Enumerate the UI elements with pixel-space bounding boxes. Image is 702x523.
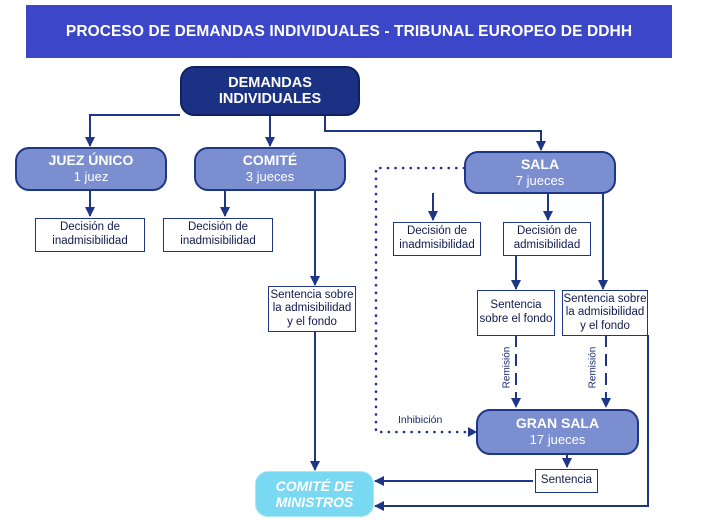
sentencia-admisibilidad-fondo-sala: Sentencia sobre la admisibilidad y el fo… xyxy=(562,290,648,336)
decision-admisibilidad-sala: Decisión de admisibilidad xyxy=(503,222,591,256)
link-root-sala xyxy=(324,115,546,151)
decision-inadmisibilidad-sala: Decisión de inadmisibilidad xyxy=(393,222,481,256)
link-root-juez xyxy=(85,114,180,147)
link-inhibicion xyxy=(374,166,470,434)
node-demandas-individuales: DEMANDAS INDIVIDUALES xyxy=(180,66,360,116)
decision-inadmisibilidad-comite: Decisión de inadmisibilidad xyxy=(163,218,273,252)
node-comite: COMITÉ 3 jueces xyxy=(194,147,346,191)
sentencia-sobre-el-fondo: Sentencia sobre el fondo xyxy=(477,290,555,336)
node-gran-sala: GRAN SALA 17 jueces xyxy=(476,409,639,455)
label-remision-2: Remisión xyxy=(587,346,599,389)
sentencia-admisibilidad-fondo-comite: Sentencia sobre la admisibilidad y el fo… xyxy=(268,286,356,332)
link-sentadm-cm xyxy=(374,335,649,511)
label-remision-1: Remisión xyxy=(501,346,513,389)
node-sala: SALA 7 jueces xyxy=(464,151,616,194)
label-inhibicion: Inhibición xyxy=(398,414,443,426)
diagram-title: PROCESO DE DEMANDAS INDIVIDUALES - TRIBU… xyxy=(26,5,672,58)
node-comite-de-ministros: COMITÉ DE MINISTROS xyxy=(256,472,373,516)
decision-inadmisibilidad-juez: Decisión de inadmisibilidad xyxy=(35,218,145,252)
node-juez-unico: JUEZ ÚNICO 1 juez xyxy=(15,147,167,191)
sentencia-gran-sala: Sentencia xyxy=(535,469,598,493)
